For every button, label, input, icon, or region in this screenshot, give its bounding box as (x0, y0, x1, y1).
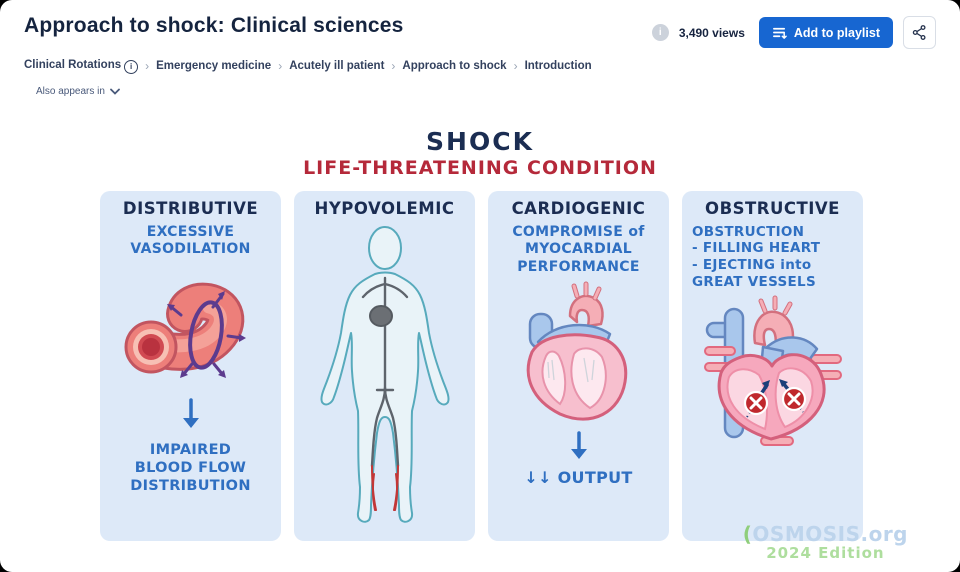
panel-header: HYPOVOLEMIC (314, 198, 455, 218)
human-body-circulation-figure (305, 222, 465, 535)
chevron-down-icon (110, 88, 120, 95)
down-arrow-icon (179, 397, 203, 435)
infographic-subtitle: LIFE-THREATENING CONDITION (303, 156, 657, 179)
shock-infographic: SHOCK LIFE-THREATENING CONDITION DISTRIB… (0, 127, 960, 565)
chevron-separator: › (513, 59, 518, 74)
also-appears-in-toggle[interactable]: Also appears in (0, 74, 960, 97)
heart-reduced-output-figure (504, 280, 654, 427)
info-circle-icon[interactable]: i (651, 24, 669, 41)
osmosis-logo-text: OSMOSIS.org (752, 521, 908, 546)
panel-header: CARDIOGENIC (511, 198, 646, 218)
panel-cardiogenic: CARDIOGENIC COMPROMISE of MYOCARDIAL PER… (488, 190, 669, 541)
breadcrumb-introduction[interactable]: Introduction (524, 60, 592, 73)
panel-header: OBSTRUCTIVE (705, 198, 840, 218)
breadcrumb-approach-to-shock[interactable]: Approach to shock (402, 60, 507, 73)
info-circle-icon[interactable]: i (124, 59, 139, 74)
panel-header: DISTRIBUTIVE (122, 198, 259, 218)
infographic-title: SHOCK (426, 126, 534, 156)
chevron-separator: › (145, 59, 150, 74)
panel-bottom-text: IMPAIRED BLOOD FLOW DISTRIBUTION (130, 441, 251, 494)
add-to-playlist-button[interactable]: Add to playlist (758, 17, 893, 48)
panel-obstructive: OBSTRUCTIVE OBSTRUCTION - FILLING HEART … (682, 190, 863, 541)
share-nodes-icon (911, 24, 928, 41)
panel-top-text: COMPROMISE of MYOCARDIAL PERFORMANCE (512, 223, 645, 275)
osmosis-watermark: (OSMOSIS.org 2024 Edition (743, 524, 908, 561)
header-actions: i 3,490 views Add to playlist (651, 16, 936, 49)
chevron-separator: › (278, 59, 283, 74)
share-button[interactable] (903, 16, 936, 49)
playlist-add-icon (772, 25, 787, 40)
shock-type-panels: DISTRIBUTIVE EXCESSIVE VASODILATION (100, 190, 863, 541)
panel-hypovolemic: HYPOVOLEMIC (294, 190, 475, 541)
dilated-blood-vessel-figure (111, 263, 271, 396)
breadcrumb-label: Clinical Rotations (24, 59, 122, 71)
panel-top-text: OBSTRUCTION - FILLING HEART - EJECTING i… (692, 223, 821, 291)
page-header: Approach to shock: Clinical sciences i 3… (0, 0, 960, 49)
breadcrumb-emergency-medicine[interactable]: Emergency medicine (156, 60, 272, 73)
add-to-playlist-label: Add to playlist (793, 25, 880, 40)
breadcrumb-acutely-ill-patient[interactable]: Acutely ill patient (289, 60, 385, 73)
views-count: 3,490 views (678, 25, 745, 40)
also-appears-in-label: Also appears in (36, 85, 105, 97)
down-arrow-icon (567, 431, 591, 466)
osmosis-logo: (OSMOSIS.org (743, 524, 908, 544)
panel-top-text: EXCESSIVE VASODILATION (130, 223, 251, 258)
heart-obstructed-figure (695, 295, 851, 458)
panel-bottom-text: ↓↓ OUTPUT (524, 468, 633, 487)
page-title: Approach to shock: Clinical sciences (24, 14, 404, 37)
panel-distributive: DISTRIBUTIVE EXCESSIVE VASODILATION (100, 190, 281, 541)
edition-label: 2024 Edition (766, 543, 885, 562)
chevron-separator: › (391, 59, 396, 74)
leaf-icon: ( (742, 521, 753, 546)
